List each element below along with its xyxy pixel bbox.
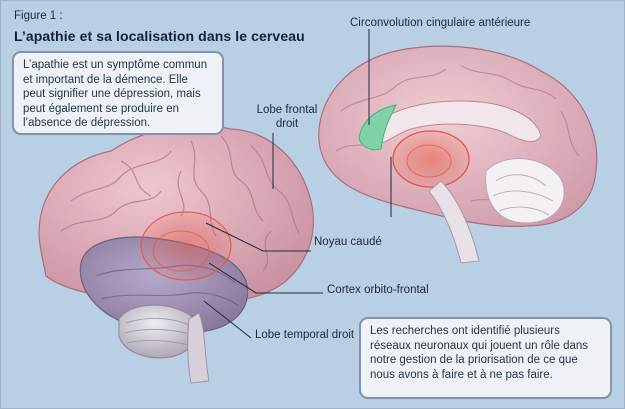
info-box-research: Les recherches ont identifié plusieurs r… [359, 317, 612, 399]
cingulate-highlight [358, 104, 397, 151]
label-temporal-lobe: Lobe temporal droit [255, 329, 355, 341]
caudate-highlight-sagittal [392, 130, 470, 188]
caudate-highlight-lateral [140, 211, 232, 281]
leader-lines [203, 29, 392, 339]
sagittal-brainstem-shape [428, 180, 480, 264]
leader-orbitofrontal [208, 262, 323, 294]
info-box-apathy: L’apathie est un symptôme commun et impo… [12, 51, 224, 135]
sagittal-brain [318, 45, 598, 264]
label-frontal-lobe: Lobe frontal droit [256, 104, 318, 130]
label-cingulate: Circonvolution cingulaire antérieure [350, 17, 531, 29]
sagittal-cerebellum-shape [485, 158, 565, 224]
leader-temporal [203, 300, 252, 339]
label-orbitofrontal: Cortex orbito-frontal [327, 284, 429, 296]
leader-caudate-lateral [205, 222, 311, 252]
label-caudate: Noyau caudé [314, 236, 382, 248]
brainstem-shape [187, 312, 210, 384]
figure-label: Figure 1 : [14, 10, 63, 22]
corpus-callosum-shape [365, 100, 542, 145]
figure-title: L’apathie et sa localisation dans le cer… [14, 28, 305, 44]
lateral-brain [38, 124, 314, 384]
